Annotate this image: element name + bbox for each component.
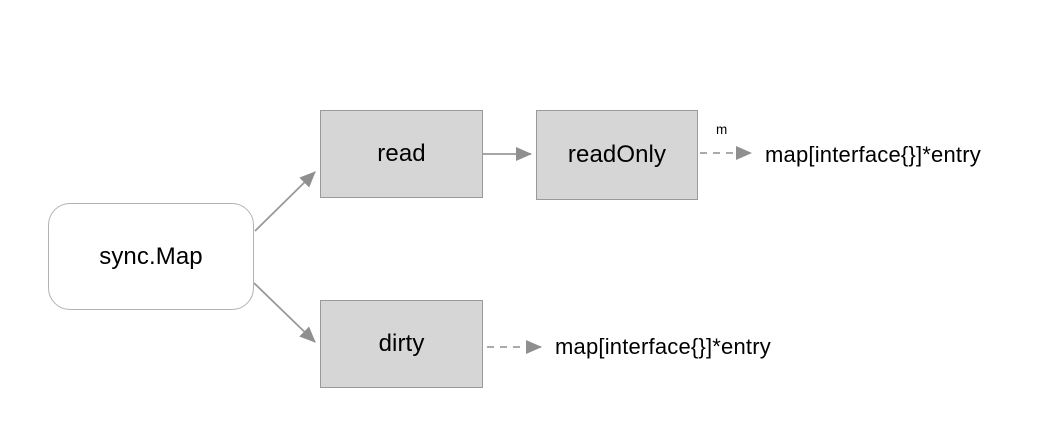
node-read[interactable]: read — [320, 110, 483, 198]
label-dirty-map-type: map[interface{}]*entry — [555, 334, 771, 359]
node-read-label: read — [377, 140, 426, 167]
node-dirty[interactable]: dirty — [320, 300, 483, 388]
node-read-only-label: readOnly — [567, 141, 667, 168]
node-read-only[interactable]: readOnly — [536, 110, 698, 200]
node-sync-map[interactable]: sync.Map — [48, 203, 254, 310]
node-dirty-label: dirty — [378, 330, 425, 357]
edge-syncmap-to-dirty — [253, 282, 316, 343]
edge-syncmap-to-read — [254, 171, 316, 232]
edge-label-m: m — [716, 122, 728, 137]
node-sync-map-label: sync.Map — [99, 242, 203, 270]
label-readonly-map-type: map[interface{}]*entry — [765, 142, 981, 167]
